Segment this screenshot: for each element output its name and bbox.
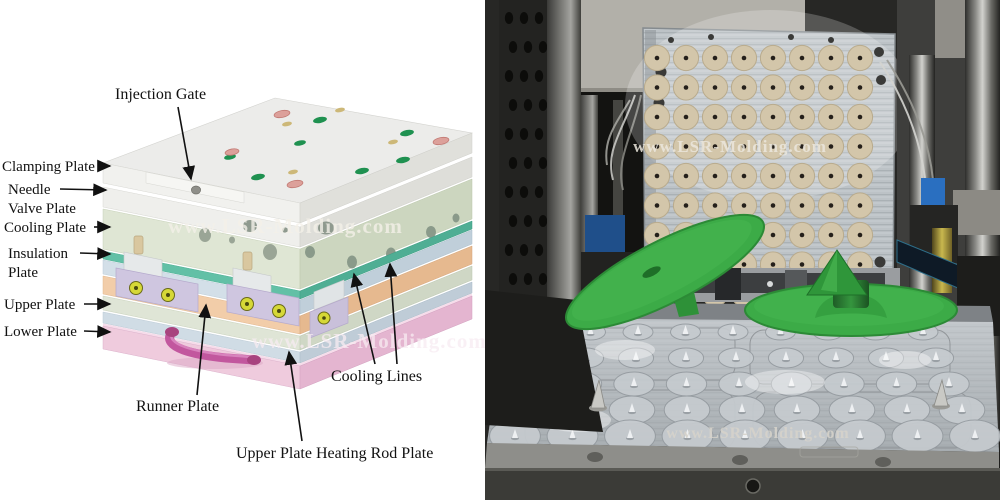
callout-arrows	[59, 106, 398, 442]
diagram-watermark-1: www.LSR-Molding.com	[168, 214, 403, 238]
cooling-hole	[305, 246, 315, 258]
engraved-stamp	[799, 446, 859, 458]
needle-plate-hole	[318, 221, 334, 235]
cooling-hole	[452, 213, 460, 223]
tie-bar-left	[547, 0, 581, 330]
mold-handle	[165, 327, 263, 369]
label-lower-plate: Lower Plate	[4, 324, 77, 340]
label-upper-plate-heating-rod-plate: Upper Plate Heating Rod Plate	[236, 445, 433, 462]
arrow-injection-gate	[177, 106, 196, 181]
molding-machine-photo: www.LSR-Molding.com	[485, 0, 1000, 500]
valve-actuator-blocks	[115, 235, 349, 339]
arrow-insulation-plate	[79, 247, 112, 260]
label-injection-gate: Injection Gate	[115, 86, 206, 103]
label-needle-valve-line2: Valve Plate	[8, 201, 76, 217]
label-upper-plate: Upper Plate	[4, 297, 76, 313]
mold-structure-diagram: www.LSR-Molding.com www.LSR-Molding.com …	[0, 0, 485, 500]
needle-valve-plate-right-face	[299, 156, 473, 248]
mold-stack	[101, 97, 474, 390]
nozzle-pin-left	[589, 379, 607, 412]
photo-watermark-plate: www.LSR-Molding.com	[633, 137, 827, 156]
insulation-plate-right-face	[299, 220, 473, 300]
label-cooling-plate: Cooling Plate	[4, 220, 86, 236]
diagram-svg: www.LSR-Molding.com www.LSR-Molding.com …	[2, 86, 485, 462]
inner-column-2	[613, 100, 623, 305]
needle-plate-hole	[243, 220, 257, 232]
upper-plate-right-face	[299, 265, 473, 351]
mold-front-face	[485, 443, 999, 472]
arrow-heating-rod-plate	[284, 350, 303, 442]
label-insulation-line2: Plate	[8, 265, 38, 281]
cooling-hole	[229, 236, 235, 244]
photo-watermark-bottom: www.LSR-Molding.com	[666, 425, 849, 442]
label-runner-plate: Runner Plate	[136, 398, 219, 415]
label-insulation-line1: Insulation	[8, 246, 68, 262]
clamping-plate-ports	[224, 107, 450, 189]
cooling-hole	[263, 244, 277, 260]
cooling-line-hole	[347, 255, 357, 269]
cooling-plate-right-face	[299, 178, 473, 290]
label-clamping-plate: Clamping Plate	[2, 159, 95, 175]
cooling-hole	[426, 226, 436, 238]
arrow-lower-plate	[83, 325, 112, 338]
lower-plate-right-face	[299, 295, 473, 390]
cable-harness	[605, 94, 642, 191]
diagram-watermark-2: www.LSR-Molding.com	[252, 329, 485, 353]
part-vent-slot	[642, 266, 661, 278]
cooling-hole	[199, 228, 211, 242]
clamp-bar	[485, 468, 1000, 500]
arrow-runner-plate	[196, 303, 212, 396]
label-cooling-lines: Cooling Lines	[331, 368, 422, 385]
label-needle-valve-line1: Needle	[8, 182, 51, 198]
ejector-block-blue	[585, 215, 625, 255]
arrow-cooling-line-2	[384, 262, 398, 365]
arrow-needle-valve-plate	[59, 183, 108, 197]
photo-svg: www.LSR-Molding.com	[485, 0, 1000, 500]
molded-part-right	[744, 249, 958, 337]
molded-part-left	[564, 213, 766, 331]
nozzle-pin-right	[932, 378, 950, 410]
upper-plate-2-right-face	[299, 281, 473, 364]
arrow-cooling-line-1	[350, 272, 376, 365]
bottom-mold-cavity-grid	[489, 323, 1000, 453]
injection-gate-hole	[191, 185, 201, 195]
clamping-plate-right-face	[299, 132, 473, 224]
needle-plate-hole	[282, 227, 288, 233]
